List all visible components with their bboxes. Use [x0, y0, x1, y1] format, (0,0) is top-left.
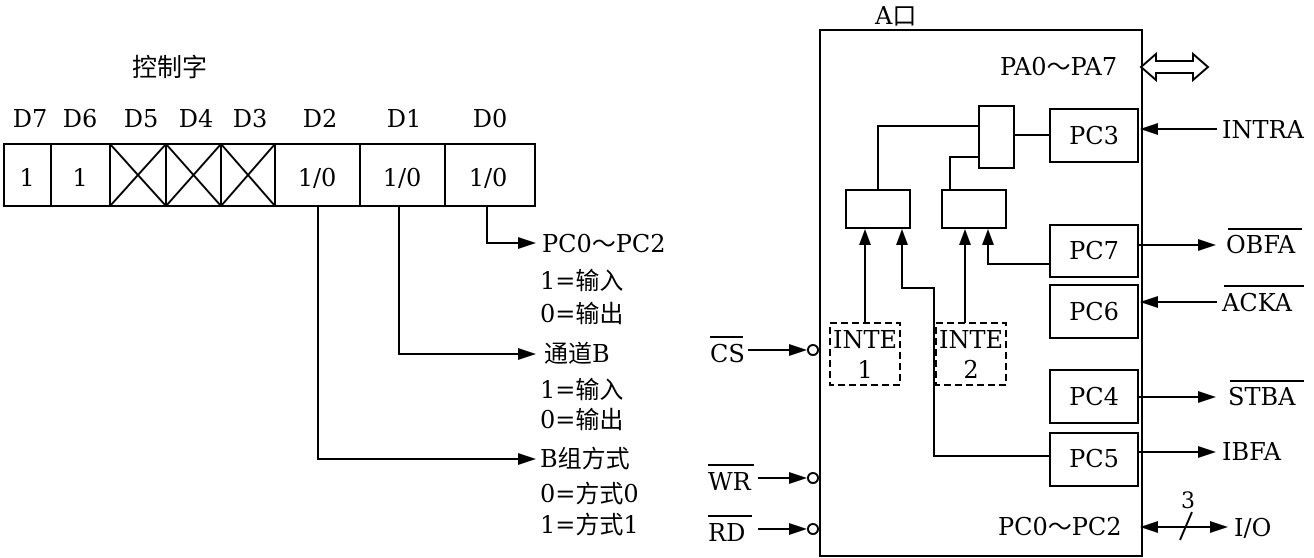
signal-intra-label: INTRA — [1222, 116, 1305, 144]
input-cs: CS — [710, 336, 819, 368]
pin-box-pc7 — [1049, 224, 1139, 278]
signal-io: 3 I/O — [1140, 489, 1271, 542]
dont-care-cross-d3 — [220, 143, 276, 207]
signal-ibfa: IBFA — [1138, 438, 1282, 466]
pc-low-label: PC0～PC2 — [998, 513, 1122, 541]
inte-2-line2: 2 — [963, 356, 978, 384]
inte-2-box — [935, 322, 1007, 386]
bit-value-d1: 1/0 — [383, 164, 422, 192]
chip-section: A口 PA0～PA7 PC3 PC7 PC6 PC4 PC5 INTE 1 IN… — [708, 2, 1305, 557]
pa-bus-label: PA0～PA7 — [1000, 53, 1117, 81]
bit-value-d6: 1 — [72, 164, 87, 192]
pin-label-pc7: PC7 — [1069, 237, 1119, 265]
io-width-label: 3 — [1181, 489, 1195, 514]
bit-header-d5: D5 — [124, 105, 159, 133]
pin-label-pc4: PC4 — [1069, 383, 1119, 411]
chip-outline — [819, 29, 1143, 557]
inte-1-line1: INTE — [833, 326, 897, 354]
bit-value-d2: 1/0 — [298, 164, 337, 192]
and-gate-box — [978, 105, 1015, 169]
bit-header-d3: D3 — [233, 105, 268, 133]
control-word-section: 控制字 D7 D6 D5 D4 D3 D2 D1 D0 — [3, 53, 666, 539]
signal-ibfa-label: IBFA — [1222, 438, 1282, 466]
bit-header-d6: D6 — [63, 105, 98, 133]
d2-option-2: 1=方式1 — [540, 511, 639, 539]
d0-option-1: 1=输入 — [540, 267, 623, 295]
signal-io-label: I/O — [1234, 514, 1271, 542]
d1-option-1: 1=输入 — [540, 376, 623, 404]
d0-option-2: 0=输出 — [540, 300, 623, 328]
dont-care-cross-d4 — [165, 143, 222, 207]
input-rd: RD — [708, 515, 819, 547]
signal-acka: ACKA — [1140, 285, 1304, 317]
pin-label-pc3: PC3 — [1069, 122, 1119, 150]
signal-intra: INTRA — [1140, 116, 1305, 144]
d1-option-2: 0=输出 — [540, 406, 623, 434]
signal-obfa: OBFA — [1138, 228, 1302, 259]
bit-cell-d6 — [50, 143, 111, 207]
bit-header-d2: D2 — [303, 105, 338, 133]
inte-1-line2: 1 — [857, 356, 872, 384]
d2-target-label: B组方式 — [540, 445, 630, 473]
bit-value-d7: 1 — [19, 164, 34, 192]
d2-option-1: 0=方式0 — [540, 480, 639, 508]
bidirectional-bus-arrow — [1139, 51, 1210, 83]
bit-header-d4: D4 — [179, 105, 214, 133]
input-wr: WR — [708, 464, 819, 496]
pin-box-pc5 — [1049, 432, 1139, 487]
bit-header-d0: D0 — [473, 105, 508, 133]
bit-cell-d1 — [359, 143, 446, 207]
pin-label-pc5: PC5 — [1069, 445, 1119, 473]
input-cs-label: CS — [710, 340, 745, 368]
internal-wiring — [859, 125, 1050, 457]
bit-value-d0: 1/0 — [469, 164, 508, 192]
d0-leader: PC0～PC2 1=输入 0=输出 — [486, 206, 666, 328]
input-wr-label: WR — [708, 468, 752, 496]
bit-headers: D7 D6 D5 D4 D3 D2 D1 D0 — [13, 105, 508, 133]
port-a-label: A口 — [874, 2, 916, 30]
d0-target-label: PC0～PC2 — [542, 230, 666, 258]
d1-target-label: 通道B — [544, 340, 610, 368]
bit-header-d1: D1 — [387, 105, 422, 133]
pin-box-pc4 — [1049, 369, 1139, 424]
signal-acka-label: ACKA — [1221, 289, 1293, 317]
inte-flipflop-2 — [941, 189, 1007, 229]
bit-header-d7: D7 — [13, 105, 48, 133]
pin-label-pc6: PC6 — [1069, 298, 1119, 326]
pin-box-pc6 — [1049, 284, 1139, 339]
signal-stba: STBA — [1138, 380, 1304, 411]
bit-cell-d7 — [3, 143, 52, 207]
signal-stba-label: STBA — [1228, 383, 1296, 411]
inte-flipflop-1 — [845, 189, 911, 229]
input-rd-label: RD — [708, 519, 745, 547]
pin-box-pc3 — [1049, 108, 1139, 163]
signal-obfa-label: OBFA — [1226, 231, 1296, 259]
bit-cell-d2 — [274, 143, 361, 207]
inte-2-line1: INTE — [939, 326, 1003, 354]
bit-register: 1 1 1/0 1/0 1/0 — [3, 143, 536, 207]
d1-leader: 通道B 1=输入 0=输出 — [398, 206, 623, 434]
d2-leader: B组方式 0=方式0 1=方式1 — [317, 206, 639, 539]
control-word-title: 控制字 — [132, 53, 207, 82]
bit-cell-d0 — [444, 143, 536, 207]
dont-care-cross-d5 — [109, 143, 167, 207]
